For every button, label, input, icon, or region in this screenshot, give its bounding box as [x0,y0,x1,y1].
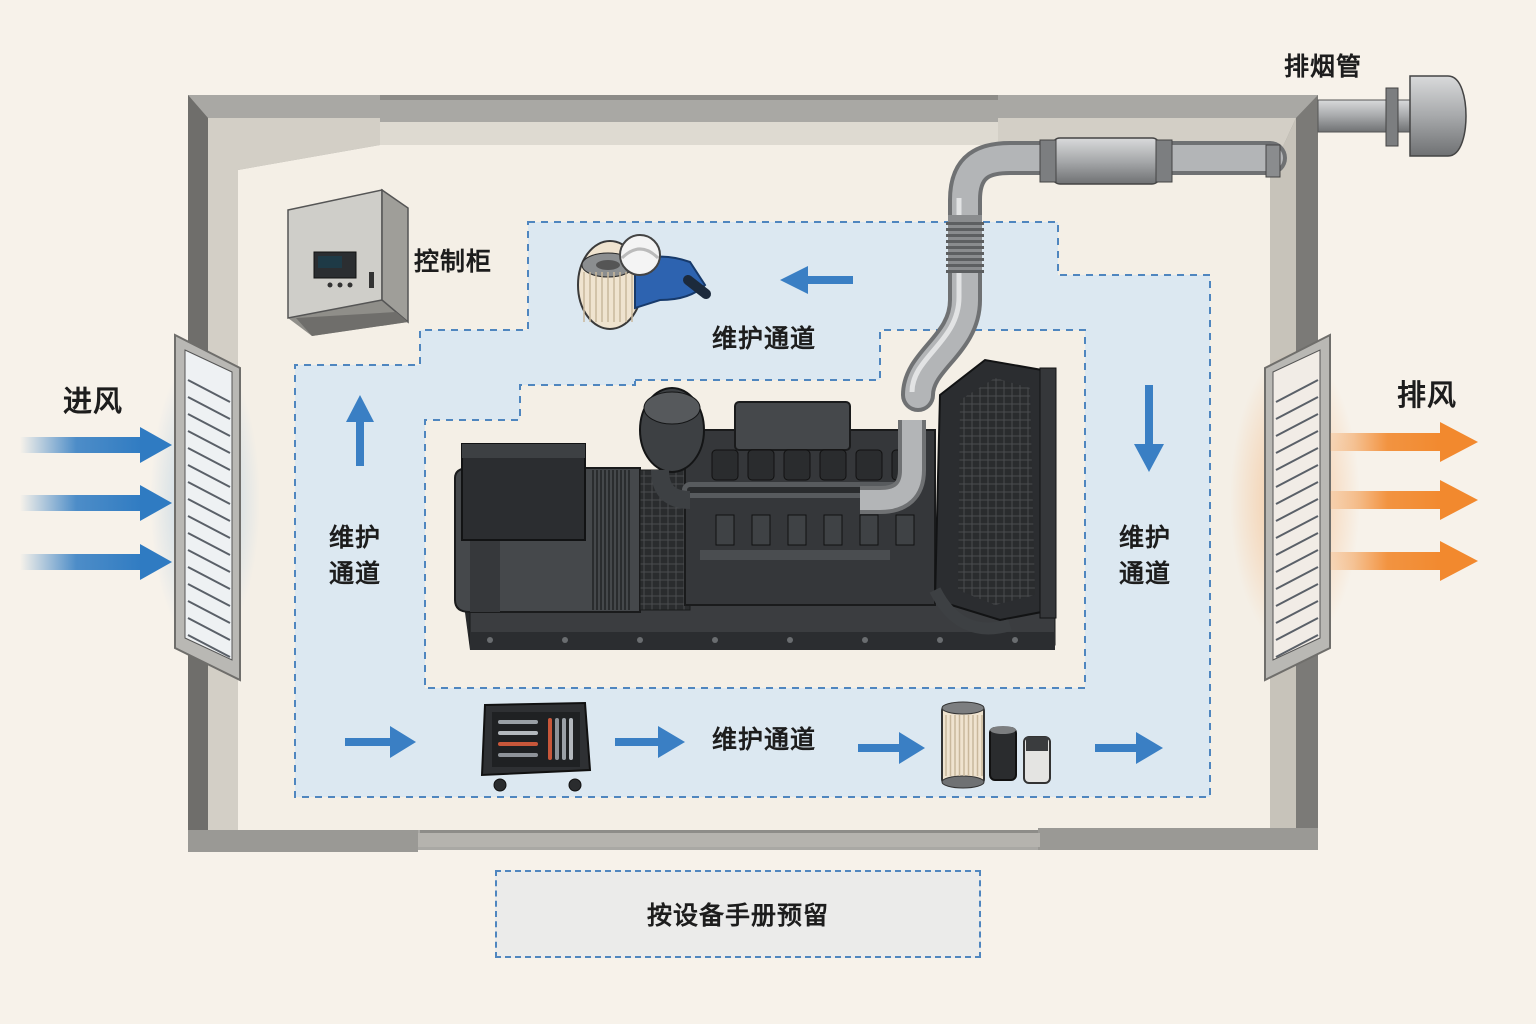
flow-arrow-icon [1095,732,1163,764]
flow-arrow-icon [858,732,925,764]
aisle-bottom-label: 维护通道 [712,725,817,754]
worker-icon [577,234,711,330]
outlet-arrow-icon [1330,541,1478,581]
inlet-arrow-icon [20,485,172,521]
exhaust-pipe-label: 排烟管 [1284,52,1363,81]
exhaust-pipe [901,75,1467,412]
inlet-arrows [20,427,172,580]
filter-icon [989,726,1017,781]
aisle-right-label: 维护 通道 [1119,520,1171,592]
control-cabinet-icon [287,188,409,336]
generator-icon [454,358,1057,650]
aisle-right-label-line1: 维护 [1119,523,1172,552]
flow-arrows [345,266,1164,764]
inlet-louver-icon [150,333,260,682]
outlet-arrows [1330,422,1478,581]
aisle-top-label: 维护通道 [712,324,817,353]
toolbox-icon [480,701,592,792]
outlet-louver-icon [1230,333,1360,682]
flow-arrow-icon [345,726,416,758]
aisle-left-label: 维护 通道 [329,520,381,592]
reserve-note-label: 按设备手册预留 [646,901,829,930]
reserve-note-box: 按设备手册预留 [495,870,981,958]
flow-arrow-icon [1134,385,1164,472]
filter-icon [1023,736,1051,784]
inlet-arrow-icon [20,544,172,580]
flow-arrow-icon [780,266,853,294]
inlet-arrow-icon [20,427,172,463]
aisle-left-label-line1: 维护 [329,523,382,552]
aisle-left-label-line2: 通道 [329,559,382,588]
air-outlet-label: 排风 [1397,378,1458,412]
aisle-right-label-line2: 通道 [1119,559,1172,588]
flow-arrow-icon [346,395,374,466]
filter-icon [941,701,985,789]
outlet-arrow-icon [1330,480,1478,520]
outlet-arrow-icon [1330,422,1478,462]
flow-arrow-icon [615,726,685,758]
air-inlet-label: 进风 [63,384,124,418]
muffler-icon [1039,137,1173,185]
control-cabinet-label: 控制柜 [414,247,493,276]
